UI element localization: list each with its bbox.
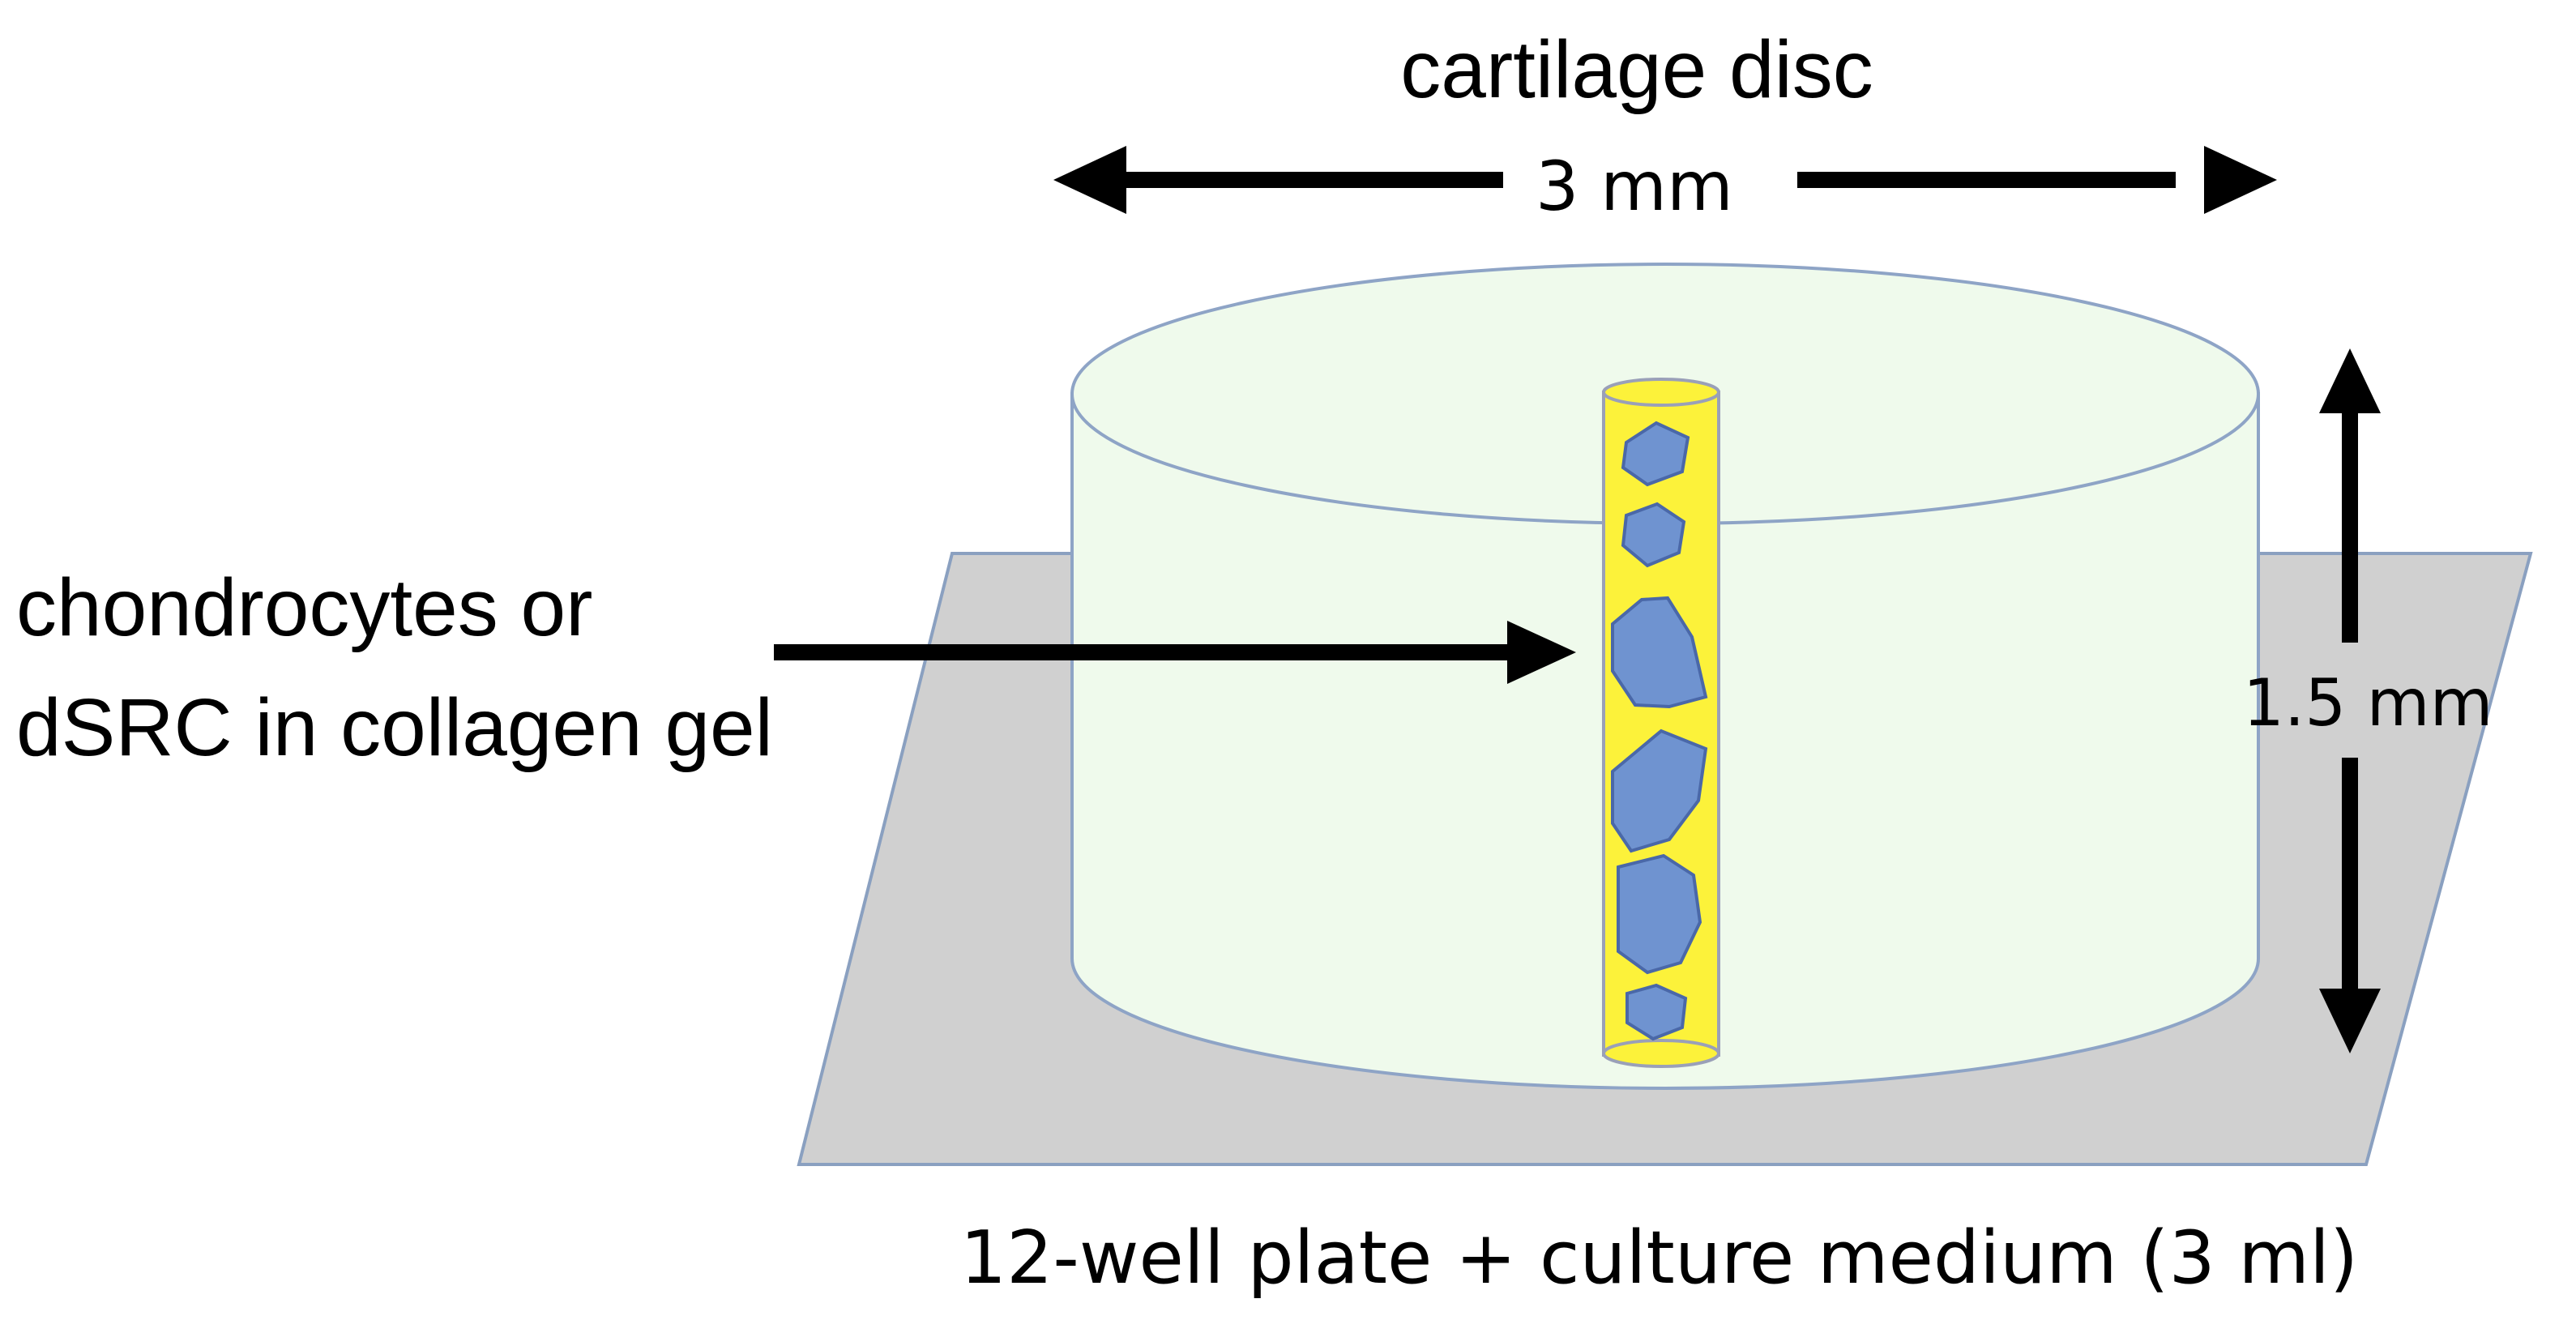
cell-label-line-1: chondrocytes or — [16, 562, 593, 653]
cell-label-line-2: dSRC in collagen gel — [16, 682, 773, 773]
double-horizontal-arrow-icon — [1053, 146, 2277, 214]
right-arrow-icon — [774, 621, 1576, 684]
cell — [1617, 853, 1702, 975]
collagen-gel-bottom — [1602, 1039, 1720, 1068]
cell — [1621, 421, 1690, 487]
diagram-title: cartilage disc — [1400, 24, 1873, 115]
cells-group — [1611, 421, 1708, 1041]
cell — [1625, 983, 1688, 1041]
collagen-gel-top — [1602, 378, 1720, 407]
plate-label: 12-well plate + culture medium (3 ml) — [959, 1216, 2359, 1301]
cell — [1611, 596, 1708, 709]
disc-height-label: 1.5 mm — [2243, 665, 2493, 741]
cell — [1611, 728, 1708, 853]
cell — [1621, 502, 1686, 568]
double-vertical-arrow-icon — [2319, 348, 2381, 1053]
disc-width-label: 3 mm — [1536, 147, 1733, 226]
